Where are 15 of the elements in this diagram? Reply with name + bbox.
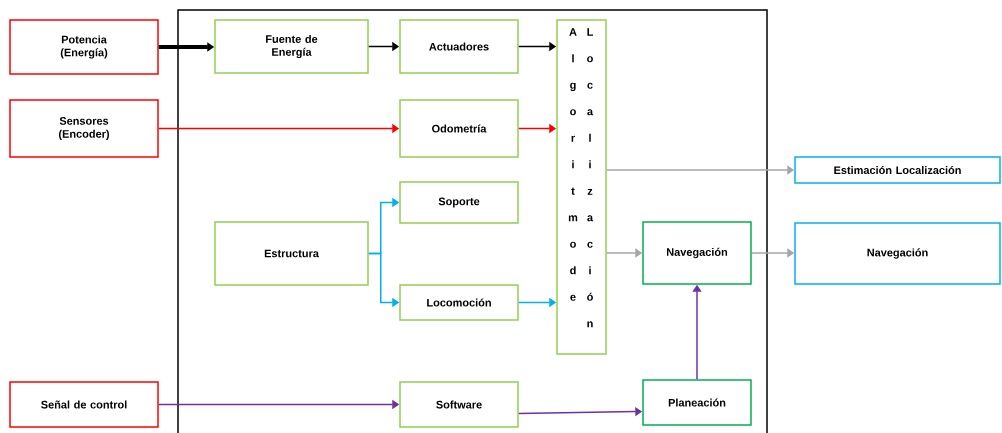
- algorithm-box: Algoritmo de Localización: [556, 19, 607, 355]
- process-box: Locomoción: [399, 284, 519, 321]
- process-box: Planeación: [642, 379, 752, 426]
- process-box: Señal de control: [9, 381, 159, 428]
- process-box: Software: [399, 381, 519, 428]
- process-box: Actuadores: [399, 19, 519, 74]
- process-box: Odometría: [399, 99, 519, 158]
- process-box: Estimación Localización: [794, 156, 1001, 184]
- process-box: Navegación: [794, 222, 1001, 285]
- process-box: Sensores (Encoder): [9, 99, 159, 158]
- process-box: Fuente de Energía: [214, 19, 369, 74]
- process-box: Estructura: [214, 221, 369, 286]
- process-box: Soporte: [399, 181, 519, 224]
- process-box: Navegación: [642, 221, 752, 285]
- process-box: Potencia (Energía): [9, 19, 159, 75]
